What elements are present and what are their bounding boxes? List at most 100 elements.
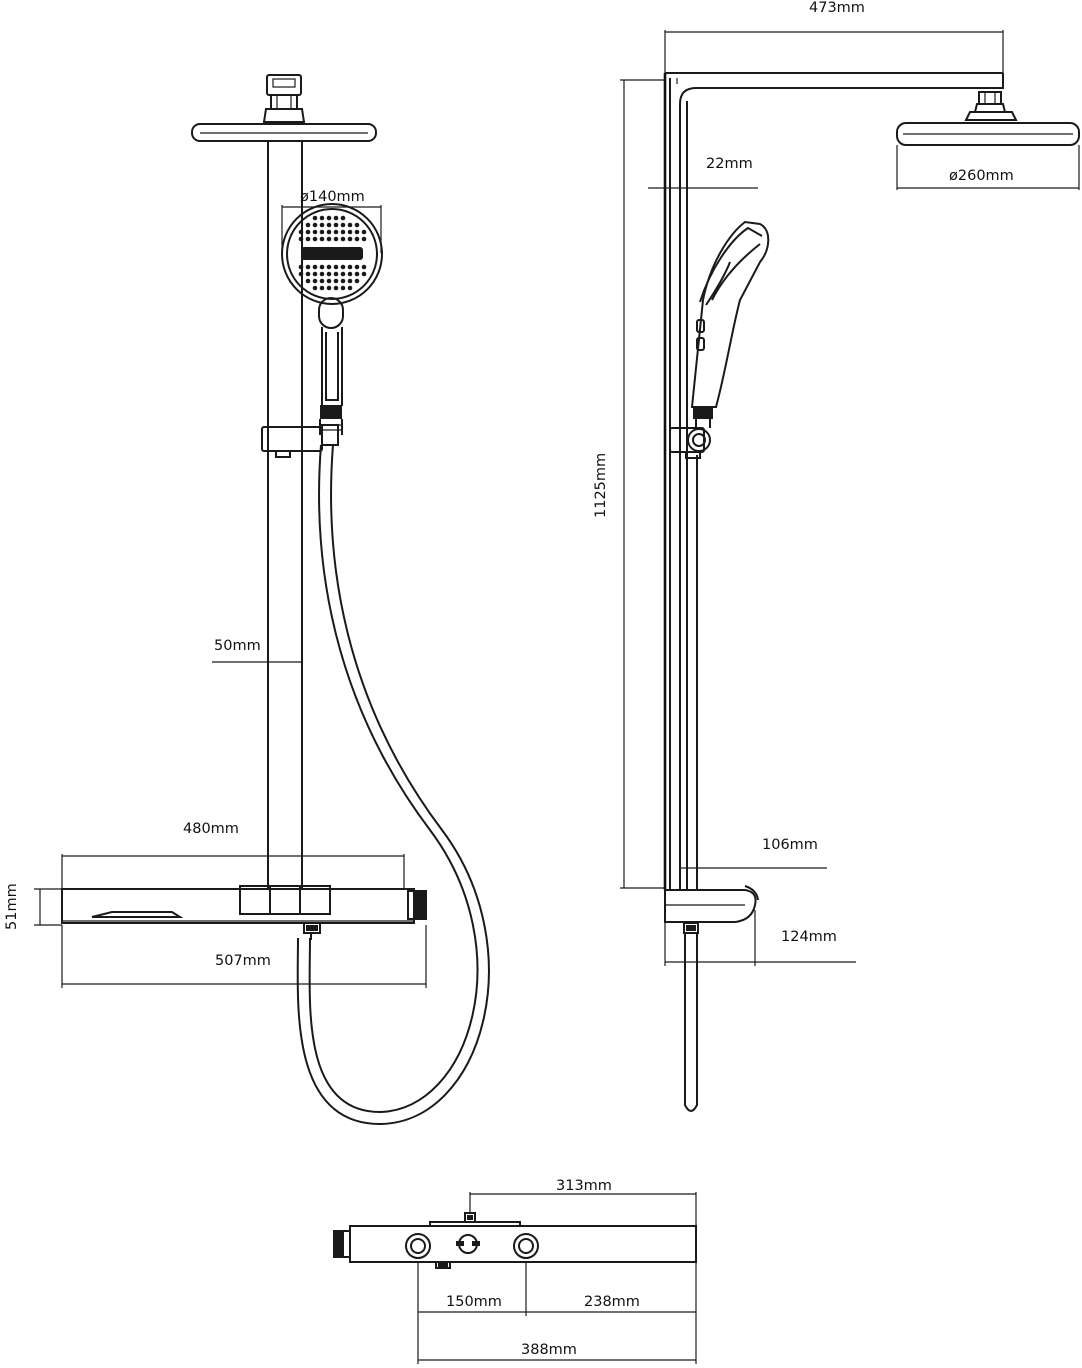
dim-label-centres-right: 238mm (584, 1294, 640, 1310)
nozzle-dot (333, 271, 339, 277)
dim-centres: 150mm 238mm (417, 1262, 697, 1364)
dim-shelf-width: 480mm (61, 821, 405, 889)
nozzle-dot (354, 229, 360, 235)
valve-side (664, 885, 759, 1112)
front-view: ø140mm 50mm 480mm 51mm 507mm (4, 74, 490, 1126)
spray-nozzles (298, 215, 367, 291)
nozzle-dot (333, 229, 339, 235)
dim-hand-shower-diameter: ø140mm (281, 189, 382, 253)
nozzle-dot (333, 264, 339, 270)
nozzle-dot (326, 215, 332, 221)
nozzle-dot (340, 222, 346, 228)
dim-label-arm-length: 473mm (809, 0, 865, 16)
dim-riser-width: 50mm (212, 638, 302, 663)
nozzle-dot (312, 236, 318, 242)
nozzle-dot (326, 264, 332, 270)
dim-arm-length: 473mm (664, 0, 1004, 73)
nozzle-dot (319, 271, 325, 277)
nozzle-dot (347, 285, 353, 291)
nozzle-dot (340, 285, 346, 291)
nozzle-dot (333, 236, 339, 242)
overhead-head-connector-side (964, 91, 1018, 121)
shower-hose (296, 444, 490, 1126)
dim-label-shelf-depth: 106mm (762, 837, 818, 853)
nozzle-dot (361, 236, 367, 242)
side-view: 473mm ø260mm 22mm 1125mm 106mm 124mm (593, 0, 1080, 1112)
nozzle-dot (326, 229, 332, 235)
nozzle-dot (319, 229, 325, 235)
nozzle-dot (312, 264, 318, 270)
nozzle-dot (312, 271, 318, 277)
overhead-connector (262, 74, 306, 123)
nozzle-dot (305, 236, 311, 242)
mounting-bracket (456, 1234, 480, 1254)
dim-label-hand-shower-diameter: ø140mm (300, 189, 365, 205)
nozzle-dot (340, 236, 346, 242)
dim-label-body-length: 388mm (521, 1342, 577, 1358)
shower-arm-and-column (663, 72, 1004, 890)
nozzle-dot (347, 229, 353, 235)
dim-label-valve-depth: 124mm (781, 929, 837, 945)
nozzle-dot (340, 271, 346, 277)
overhead-shower-head-side (896, 122, 1080, 146)
dim-body-length: 388mm (418, 1342, 696, 1361)
nozzle-dot (361, 229, 367, 235)
nozzle-dot (298, 229, 304, 235)
thermostatic-valve-front (61, 885, 427, 940)
nozzle-dot (340, 229, 346, 235)
nozzle-dot (305, 278, 311, 284)
nozzle-dot (305, 271, 311, 277)
nozzle-dot (333, 285, 339, 291)
nozzle-dot (326, 271, 332, 277)
dim-label-inlet-offset: 313mm (556, 1178, 612, 1194)
nozzle-dot (333, 278, 339, 284)
nozzle-dot (361, 264, 367, 270)
nozzle-dot (333, 222, 339, 228)
nozzle-dot (333, 215, 339, 221)
dim-inlet-offset: 313mm (469, 1178, 697, 1226)
nozzle-dot (326, 222, 332, 228)
nozzle-dot (319, 215, 325, 221)
right-outlet (513, 1233, 539, 1259)
nozzle-dot (312, 229, 318, 235)
left-outlet (405, 1233, 431, 1259)
overhead-shower-head-front (191, 123, 377, 142)
nozzle-dot (319, 236, 325, 242)
dim-label-column-height: 1125mm (593, 453, 609, 518)
hand-shower-side (690, 220, 770, 428)
dim-label-rail-offset: 22mm (706, 156, 753, 172)
nozzle-dot (326, 285, 332, 291)
dim-label-valve-width: 507mm (215, 953, 271, 969)
nozzle-dot (305, 222, 311, 228)
nozzle-dot (347, 264, 353, 270)
nozzle-dot (319, 278, 325, 284)
nozzle-dot (312, 222, 318, 228)
nozzle-dot (305, 264, 311, 270)
nozzle-dot (305, 229, 311, 235)
nozzle-dot (347, 278, 353, 284)
nozzle-dot (326, 278, 332, 284)
dim-label-valve-height: 51mm (4, 883, 20, 930)
dim-rail-offset: 22mm (648, 156, 758, 189)
dim-label-head-diameter: ø260mm (949, 168, 1014, 184)
slider-bracket (261, 424, 339, 458)
nozzle-dot (347, 222, 353, 228)
nozzle-dot (340, 215, 346, 221)
nozzle-dot (354, 278, 360, 284)
dim-valve-depth: 124mm (664, 910, 856, 966)
slider-bracket-side (669, 427, 711, 459)
nozzle-dot (347, 236, 353, 242)
nozzle-dot (354, 271, 360, 277)
nozzle-dot (347, 271, 353, 277)
nozzle-dot (340, 278, 346, 284)
nozzle-dot (326, 236, 332, 242)
nozzle-dot (361, 271, 367, 277)
dim-label-shelf-width: 480mm (183, 821, 239, 837)
dim-column-height: 1125mm (593, 79, 665, 889)
nozzle-dot (340, 264, 346, 270)
nozzle-dot (312, 278, 318, 284)
dim-shelf-depth: 106mm (680, 837, 827, 869)
hand-shower-front (281, 203, 383, 435)
dim-head-diameter: ø260mm (896, 145, 1080, 190)
